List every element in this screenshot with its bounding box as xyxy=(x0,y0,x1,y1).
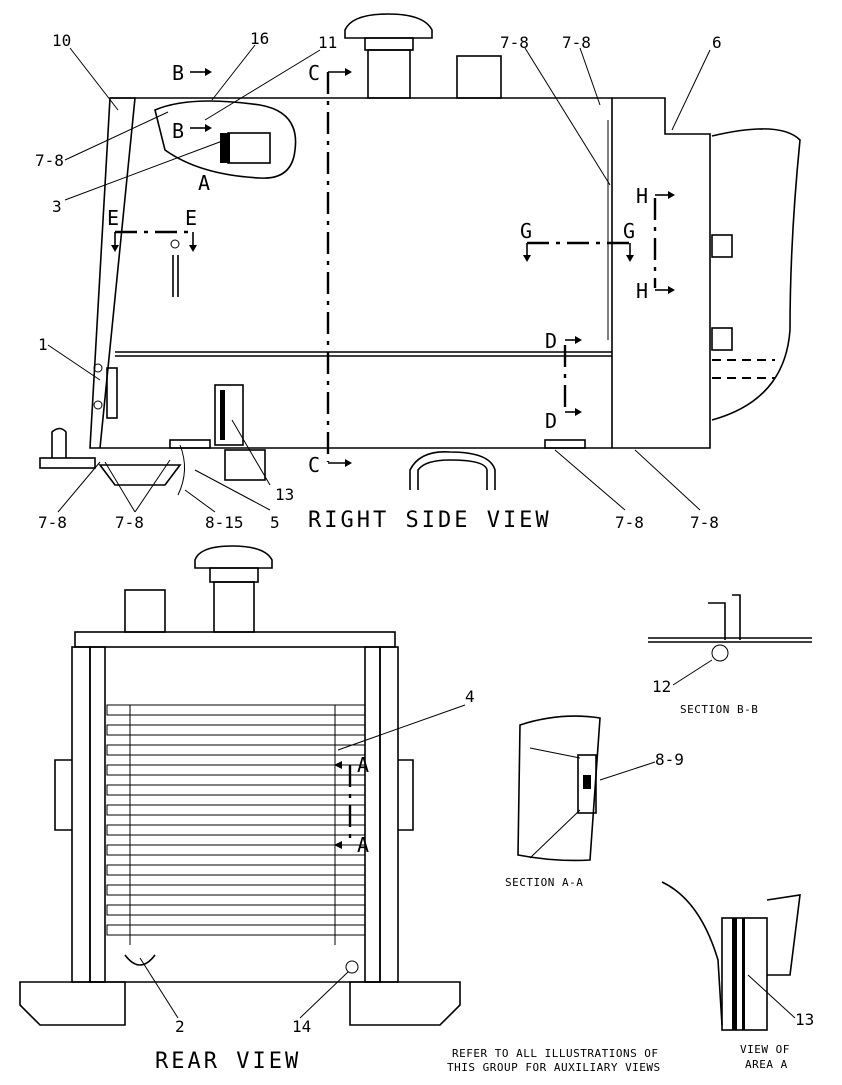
callout-13-side: 13 xyxy=(275,485,294,504)
callout-13-area: 13 xyxy=(795,1010,814,1029)
view-area-a xyxy=(661,881,801,1031)
callout-8-15: 8-15 xyxy=(205,513,244,532)
callout-14: 14 xyxy=(292,1017,311,1036)
callout-8-9: 8-9 xyxy=(655,750,684,769)
note-line2: THIS GROUP FOR AUXILIARY VIEWS xyxy=(447,1061,661,1074)
callout-1: 1 xyxy=(38,335,48,354)
callout-12: 12 xyxy=(652,677,671,696)
callout-2: 2 xyxy=(175,1017,185,1036)
callout-5: 5 xyxy=(270,513,280,532)
rear-view-title: REAR VIEW xyxy=(155,1049,301,1074)
section-letter-e-left: E xyxy=(107,206,119,230)
section-letter-a-side: A xyxy=(198,171,210,195)
callout-7-8-top-a: 7-8 xyxy=(500,33,529,52)
callout-7-8-bottom-4: 7-8 xyxy=(690,513,719,532)
section-letter-c-bottom: C xyxy=(308,453,320,477)
rear-view xyxy=(19,545,466,1026)
section-letter-c-top: C xyxy=(308,61,320,85)
callout-6: 6 xyxy=(712,33,722,52)
section-letter-g-left: G xyxy=(520,219,532,243)
radiator-fins xyxy=(106,704,366,945)
callout-10: 10 xyxy=(52,31,71,50)
section-aa-title: SECTION A-A xyxy=(505,876,583,889)
section-letter-g-right: G xyxy=(623,219,635,243)
section-letter-h-bottom: H xyxy=(636,279,648,303)
callout-3: 3 xyxy=(52,197,62,216)
note-line1: REFER TO ALL ILLUSTRATIONS OF xyxy=(452,1047,659,1060)
callout-4: 4 xyxy=(465,687,475,706)
view-area-a-title-line2: AREA A xyxy=(745,1058,788,1071)
callout-11: 11 xyxy=(318,33,337,52)
callout-7-8-bottom-3: 7-8 xyxy=(615,513,644,532)
callout-7-8-bottom-1: 7-8 xyxy=(38,513,67,532)
section-letter-h-top: H xyxy=(636,184,648,208)
callout-7-8-top-b: 7-8 xyxy=(562,33,591,52)
right-side-view xyxy=(39,13,801,513)
view-area-a-title-line1: VIEW OF xyxy=(740,1043,790,1056)
section-aa xyxy=(517,715,656,862)
callout-7-8-left: 7-8 xyxy=(35,151,64,170)
section-bb-title: SECTION B-B xyxy=(680,703,758,716)
section-letter-a-rear-bottom: A xyxy=(357,833,369,857)
section-letter-b-bottom: B xyxy=(172,119,184,143)
section-letter-b-top: B xyxy=(172,61,184,85)
callout-7-8-bottom-2: 7-8 xyxy=(115,513,144,532)
section-letter-d-bottom: D xyxy=(545,409,557,433)
callout-16: 16 xyxy=(250,29,269,48)
right-side-view-title: RIGHT SIDE VIEW xyxy=(308,508,552,533)
section-letter-e-right: E xyxy=(185,206,197,230)
section-letter-a-rear-top: A xyxy=(357,753,369,777)
section-bb xyxy=(648,594,812,686)
section-letter-d-top: D xyxy=(545,329,557,353)
